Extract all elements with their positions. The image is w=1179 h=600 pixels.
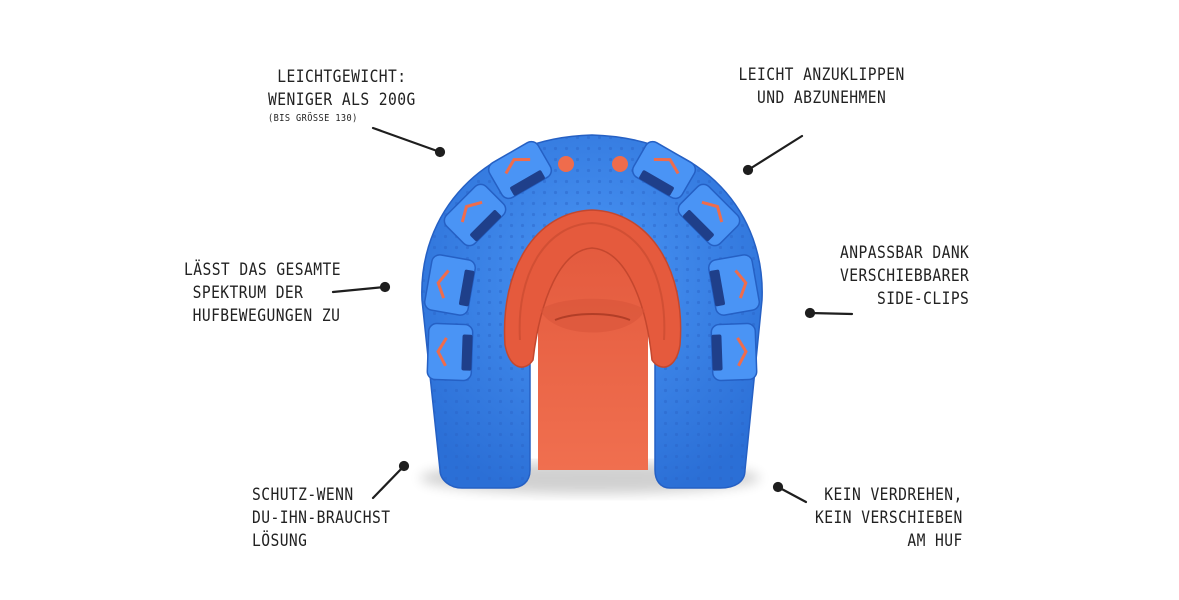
callout-protection-line2: du-ihn-brauchst bbox=[252, 508, 391, 528]
toe-button-right bbox=[612, 156, 628, 172]
callout-protection-line1: Schutz-wenn bbox=[252, 485, 354, 505]
pointer-lightweight bbox=[371, 126, 446, 158]
callout-no-twist-line2: kein Verschieben bbox=[815, 508, 963, 528]
callout-clip-line2: und abzunehmen bbox=[756, 88, 887, 108]
side-clips-right bbox=[631, 140, 761, 382]
callout-no-twist-line3: am Huf bbox=[907, 531, 963, 551]
pointer-spectrum bbox=[331, 281, 391, 294]
callout-adjustable-line1: Anpassbar dank bbox=[839, 243, 969, 263]
callout-adjustable-line3: Side-Clips bbox=[876, 289, 969, 309]
callout-no-twist: Kein Verdrehen, kein Verschieben am Huf bbox=[815, 484, 963, 553]
boot-frame bbox=[421, 134, 763, 489]
toe-button-left bbox=[558, 156, 574, 172]
callout-protection-line3: Lösung bbox=[252, 531, 308, 551]
side-clips-left bbox=[423, 140, 553, 382]
callout-spectrum-line1: Lässt das gesamte bbox=[184, 260, 341, 280]
callout-spectrum: Lässt das gesamte Spektrum der Hufbewegu… bbox=[184, 259, 341, 328]
sole-insert bbox=[503, 209, 682, 470]
callout-adjustable-line2: verschiebbarer bbox=[839, 266, 969, 286]
callout-lightweight: Leichtgewicht: weniger als 200g (bis Grö… bbox=[268, 66, 416, 126]
callout-spectrum-line3: Hufbewegungen zu bbox=[192, 306, 341, 326]
pointer-clip bbox=[742, 134, 804, 176]
callout-spectrum-line2: Spektrum der bbox=[192, 283, 304, 303]
callout-lightweight-line1: Leichtgewicht: bbox=[277, 67, 407, 87]
pointer-protection bbox=[371, 460, 410, 500]
callout-clip: Leicht anzuklippen und abzunehmen bbox=[739, 64, 905, 110]
callout-pointers bbox=[331, 126, 854, 504]
pointer-no-twist bbox=[772, 481, 808, 504]
callout-lightweight-note: (bis Größe 130) bbox=[268, 113, 358, 124]
callout-no-twist-line1: Kein Verdrehen, bbox=[824, 485, 963, 505]
callout-clip-line1: Leicht anzuklippen bbox=[738, 65, 905, 85]
callout-protection: Schutz-wenn du-ihn-brauchst Lösung bbox=[252, 484, 390, 553]
callout-adjustable: Anpassbar dank verschiebbarer Side-Clips bbox=[840, 242, 969, 311]
callout-lightweight-line2: weniger als 200g bbox=[268, 90, 416, 110]
pointer-adjustable bbox=[804, 307, 854, 319]
